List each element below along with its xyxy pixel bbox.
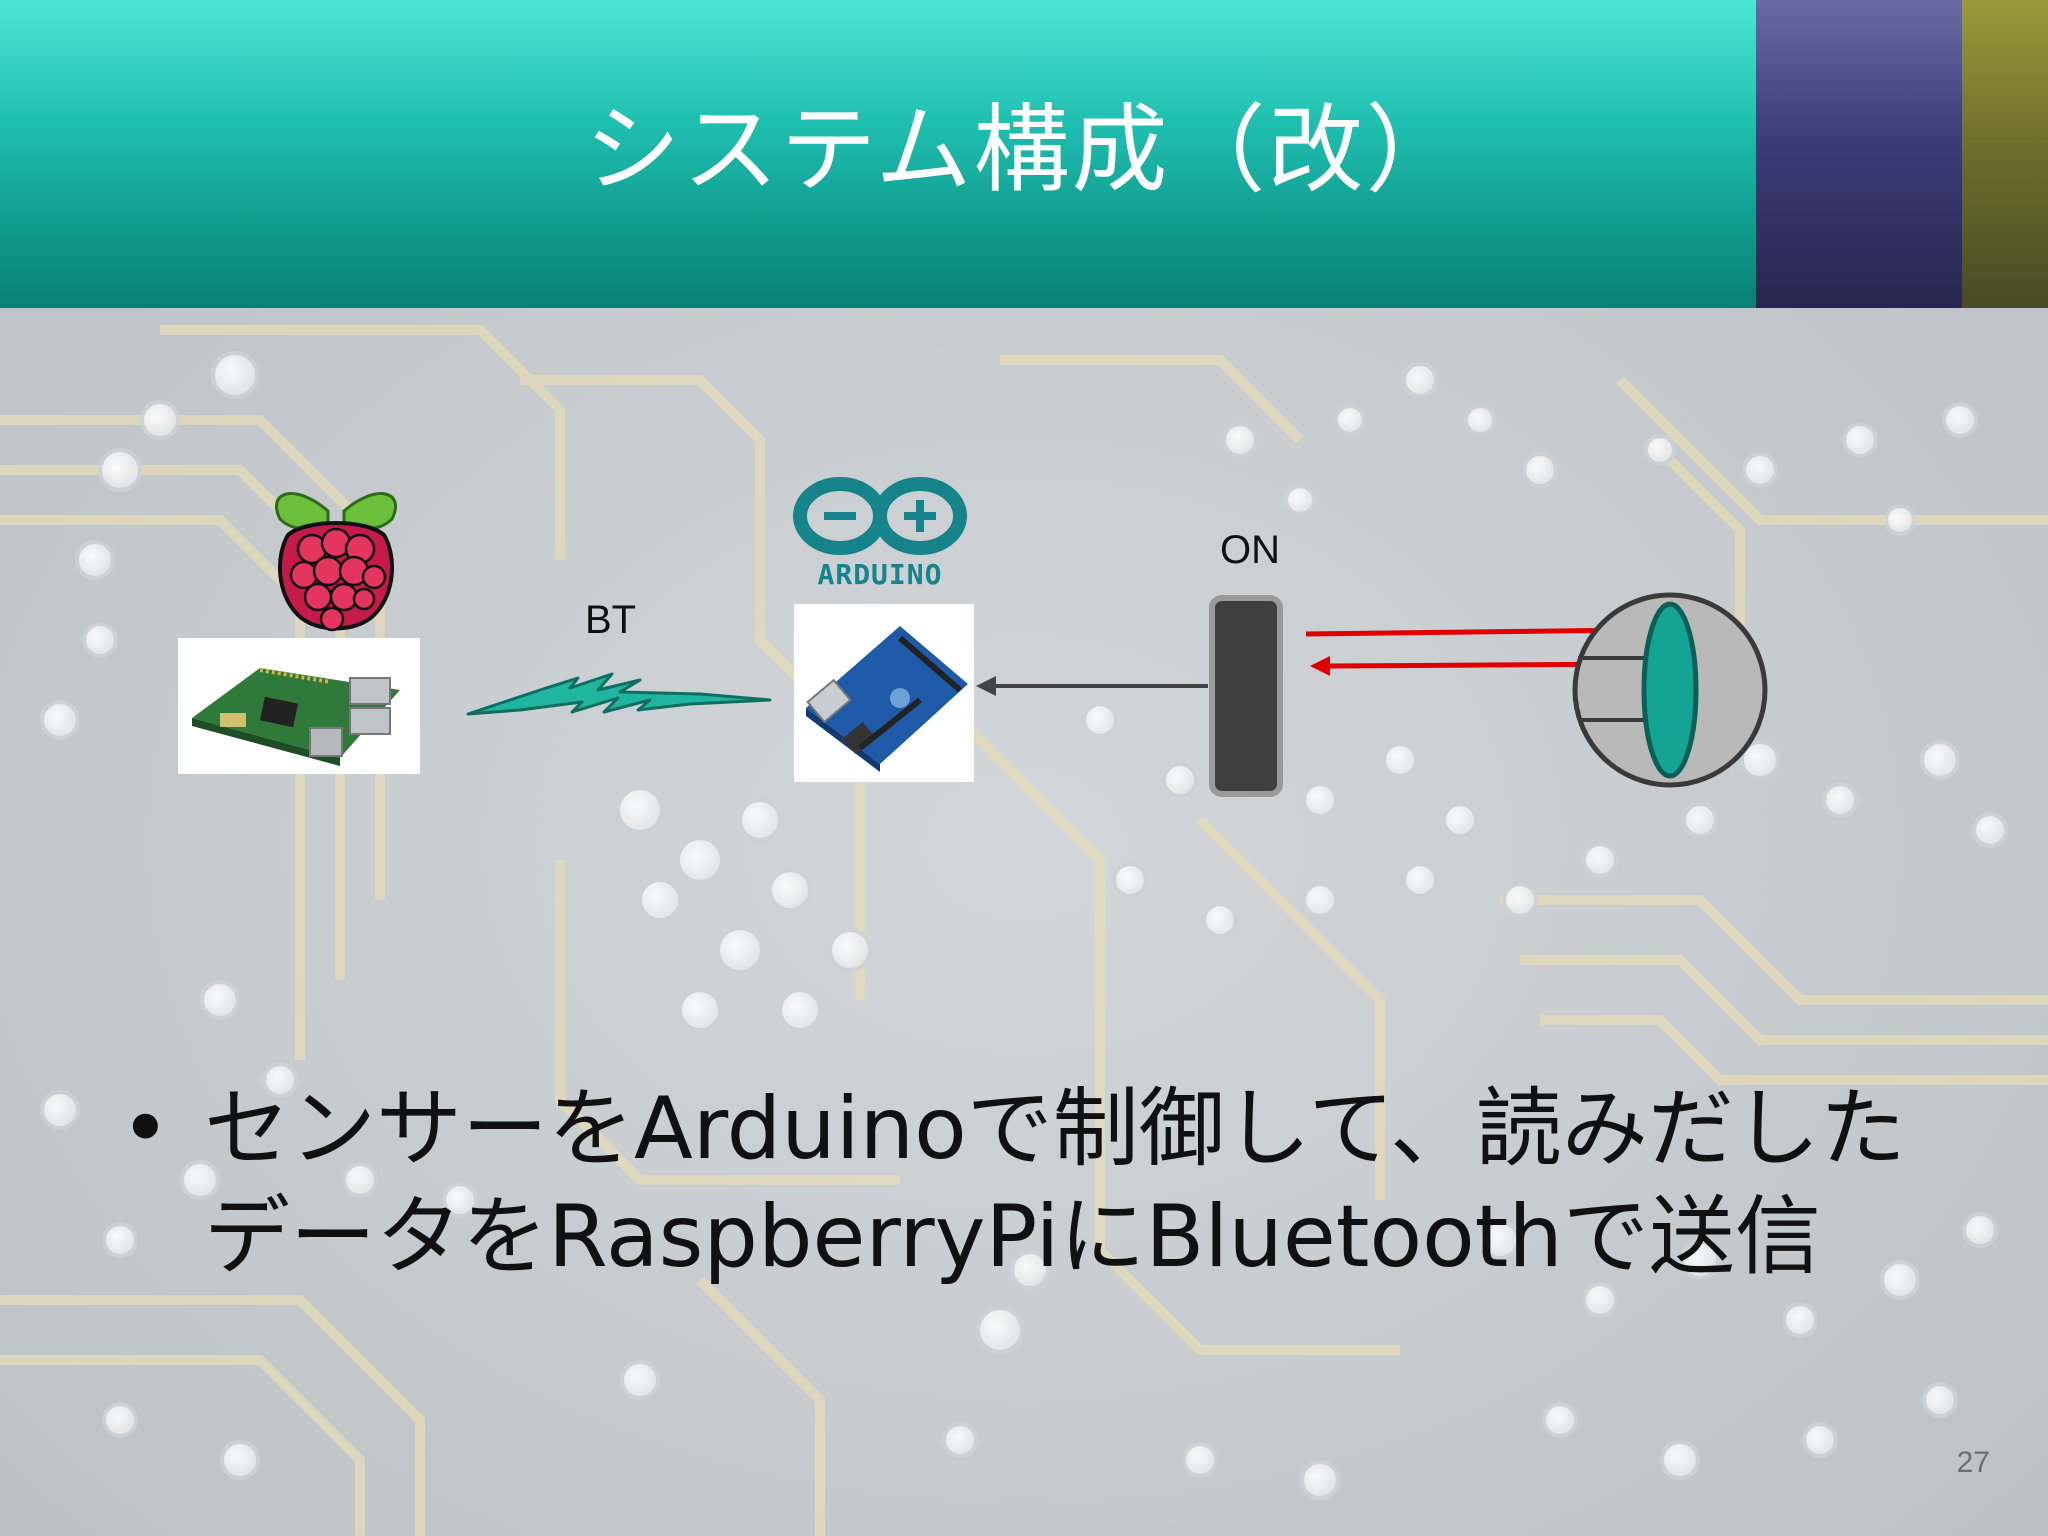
sensor-switch <box>1209 595 1283 797</box>
system-diagram: BT ARDUINO <box>0 308 2048 908</box>
signal-arrow-to-arduino <box>976 676 1208 696</box>
arduino-board-image <box>794 604 974 782</box>
accent-block-blue <box>1756 0 1962 308</box>
on-label: ON <box>1220 528 1280 572</box>
accent-block-olive <box>1962 0 2048 308</box>
eye-icon <box>1572 592 1768 788</box>
title-bar <box>0 0 1756 308</box>
bt-label: BT <box>585 598 636 642</box>
bullet-item: • センサーをArduinoで制御して、読みだした データをRaspberryP… <box>120 1075 1920 1291</box>
page-number: 27 <box>1956 1446 1990 1479</box>
bullet-list: • センサーをArduinoで制御して、読みだした データをRaspberryP… <box>120 1075 1920 1291</box>
bullet-text-line-1: センサーをArduinoで制御して、読みだした <box>204 1079 1906 1179</box>
bullet-text-line-2: データをRaspberryPiにBluetoothで送信 <box>204 1187 1821 1287</box>
raspberry-pi-board-image <box>178 638 420 774</box>
arduino-logo-text: ARDUINO <box>817 558 942 591</box>
raspberry-pi-logo-icon <box>274 492 398 632</box>
arduino-logo-icon <box>793 477 967 555</box>
diagram-canvas: BT ARDUINO <box>178 477 1768 797</box>
slide-title: システム構成（改） <box>584 94 1464 206</box>
bullet-dot-icon: • <box>120 1079 171 1179</box>
bluetooth-link-icon <box>466 672 772 716</box>
